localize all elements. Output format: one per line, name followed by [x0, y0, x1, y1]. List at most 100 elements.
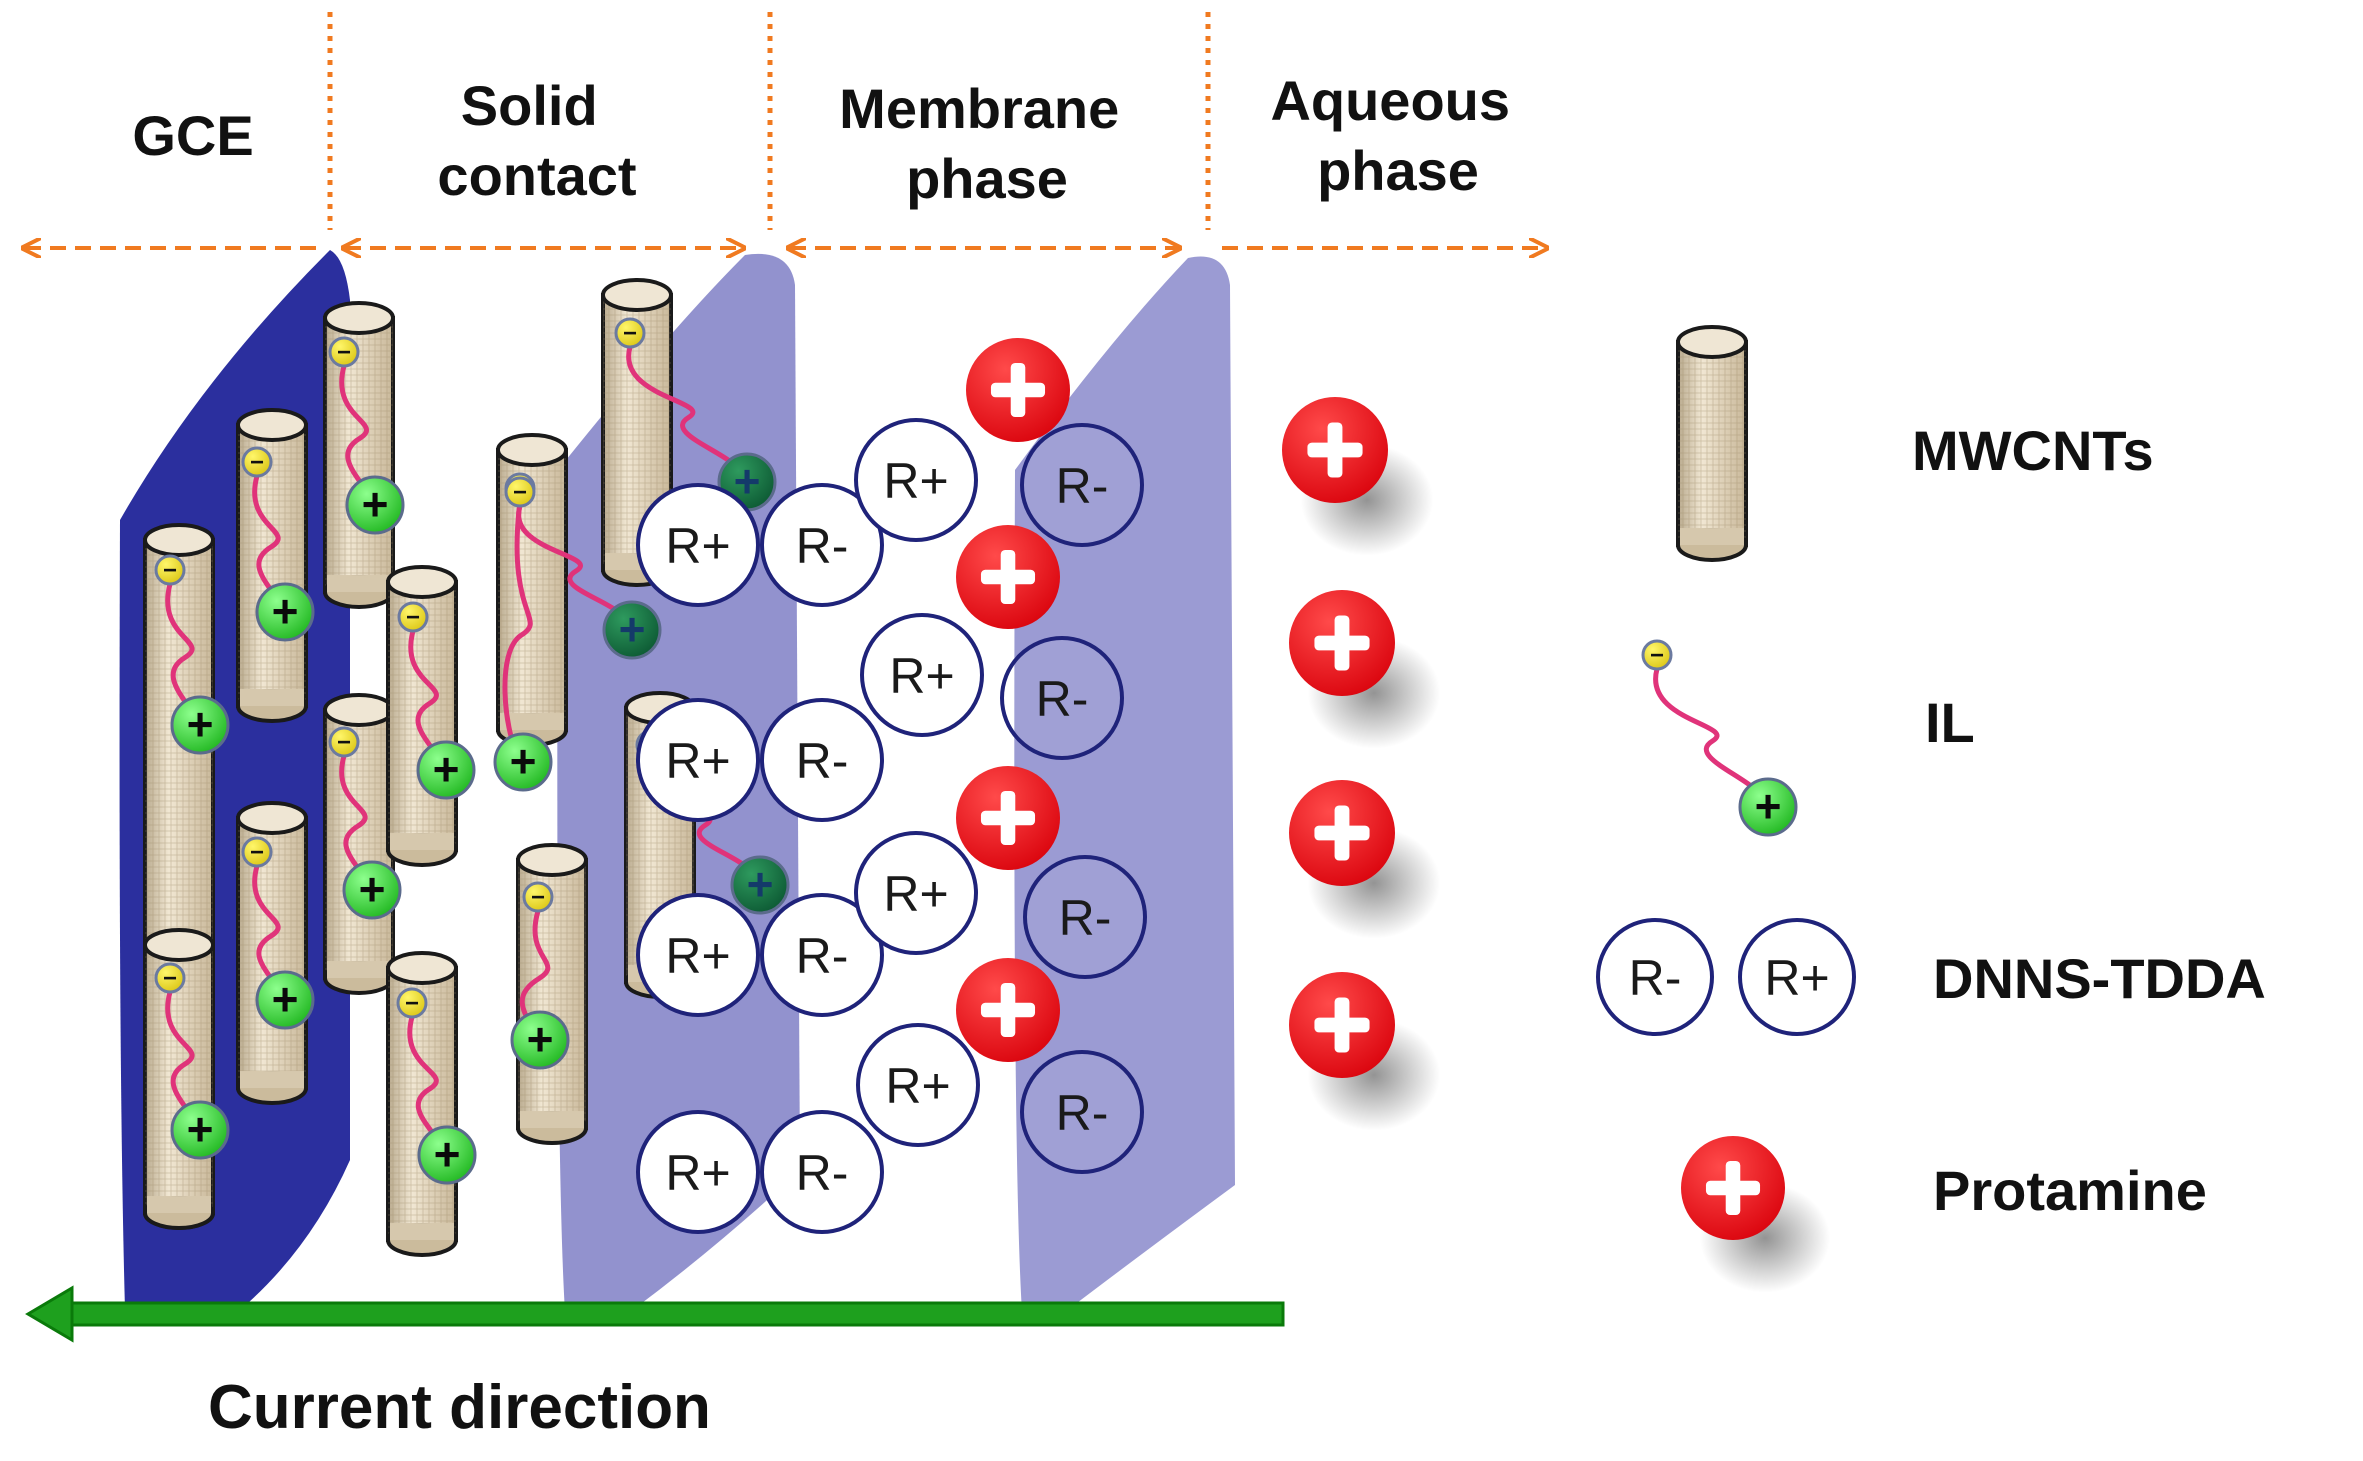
- ion-circle-ring: [636, 483, 760, 607]
- ion-circle-label: R-: [796, 733, 849, 789]
- protamine-plus-v: [1725, 1160, 1741, 1216]
- il-anion: [504, 476, 536, 508]
- il-molecule: +−: [328, 336, 405, 535]
- legend-il-label: IL: [1925, 691, 1975, 754]
- il-cation-sign: +: [1755, 780, 1782, 832]
- ion-circle: R-: [760, 483, 884, 607]
- il-cation: [417, 1125, 477, 1185]
- ion-circle-ring: [856, 1023, 980, 1147]
- il-cation: [255, 582, 315, 642]
- il-anion-sign: −: [163, 557, 177, 584]
- protamine-ion: [966, 338, 1070, 442]
- il-cation: [493, 732, 553, 792]
- ion-circle: R+: [854, 418, 978, 542]
- il-chain: [1653, 666, 1765, 800]
- ion-circle-ring: [1023, 855, 1147, 979]
- mwcnt-tube-top: [143, 523, 215, 557]
- ion-circle-label: R+: [885, 1058, 950, 1114]
- mwcnt-tube-top: [496, 433, 568, 467]
- ion-circle-label: R-: [1036, 671, 1089, 727]
- il-chain: [165, 581, 197, 718]
- protamine-plus-v: [1000, 790, 1016, 846]
- protamine-ions: [956, 338, 1441, 1131]
- mwcnt-tube-bottom-mask: [240, 1071, 304, 1088]
- phase-label-gce: GCE: [132, 104, 253, 167]
- il-molecule: +−: [396, 987, 477, 1185]
- current-arrow-head: [25, 1285, 74, 1343]
- mwcnt-tube: [236, 801, 308, 1105]
- ion-circle-label: R-: [1059, 890, 1112, 946]
- ion-circle-ring: [1000, 636, 1124, 760]
- il-molecules: +−+−+−+−+−+−+−+−+−+−+−+−+−: [154, 317, 790, 1185]
- il-anion-sign: −: [250, 449, 264, 476]
- ion-circle-label: R-: [796, 928, 849, 984]
- il-anion: [1641, 639, 1673, 671]
- mwcnt-tube-bottom-mask: [240, 689, 304, 706]
- il-cation: [255, 970, 315, 1030]
- il-chain: [252, 473, 282, 605]
- il-cation-sign: +: [187, 1103, 214, 1155]
- il-anion-sign: −: [163, 965, 177, 992]
- protamine-plus-v: [1327, 422, 1343, 478]
- ion-circle: R+: [636, 893, 760, 1017]
- il-molecule: +−: [154, 962, 230, 1160]
- il-molecule: +−: [510, 881, 570, 1070]
- ion-circle: R+: [636, 698, 760, 822]
- ion-circle: R+: [860, 613, 984, 737]
- protamine-ion: [1289, 590, 1441, 749]
- mwcnt-tube-top: [601, 278, 673, 312]
- mwcnt-tube-bottom-mask: [1680, 528, 1744, 545]
- ion-circle: R-: [1020, 423, 1144, 547]
- il-chain: [339, 363, 372, 498]
- ion-circle-label: R+: [883, 453, 948, 509]
- protamine-plus-v: [1010, 362, 1026, 418]
- il-chain: [626, 344, 744, 475]
- ion-circle-ring: [1020, 1050, 1144, 1174]
- ion-circle-ring: [636, 698, 760, 822]
- phase-boundaries: [327, 12, 1211, 230]
- il-cation-sign: +: [359, 863, 386, 915]
- protamine-ion: [1289, 780, 1441, 939]
- il-anion-sign: −: [406, 604, 420, 631]
- il-cation-sign: +: [272, 973, 299, 1025]
- il-cation: [170, 1100, 230, 1160]
- il-chain: [408, 628, 443, 763]
- current-arrow: [25, 1285, 1285, 1343]
- il-molecule: +−: [397, 601, 476, 800]
- protamine-plus-v: [1334, 805, 1350, 861]
- mwcnt-tube-bottom-mask: [327, 575, 391, 592]
- il-anion: [328, 336, 360, 368]
- il-cation: [416, 740, 476, 800]
- il-cation: [730, 855, 790, 915]
- il-anion-sign: −: [250, 839, 264, 866]
- mwcnt-tube-top: [386, 565, 458, 599]
- il-anion-sign: −: [1650, 642, 1664, 669]
- ion-circle: R-: [1000, 636, 1124, 760]
- mwcnt-tube-bottom-mask: [327, 961, 391, 978]
- protamine-ion: [1681, 1136, 1830, 1293]
- mwcnt-tube-top: [1676, 325, 1748, 359]
- ion-circle-ring: [1020, 423, 1144, 547]
- il-chain: [407, 1014, 444, 1148]
- ion-circle-label: R-: [796, 518, 849, 574]
- phase-label-membrane: Membrane phase: [839, 77, 1135, 210]
- il-molecule: +−: [1641, 639, 1798, 837]
- ion-circle: R+: [636, 1110, 760, 1234]
- il-cation: [1738, 777, 1798, 837]
- mwcnt-tube: [236, 408, 308, 723]
- mwcnt-tube: [386, 951, 458, 1257]
- phase-label-aqueous: Aqueous phase: [1270, 69, 1525, 202]
- il-anion: [328, 726, 360, 758]
- il-anion: [397, 601, 429, 633]
- il-anion: [241, 836, 273, 868]
- mwcnt-tube: [143, 928, 215, 1230]
- current-arrow-shaft: [63, 1301, 1285, 1327]
- il-cation: [510, 1010, 570, 1070]
- ion-circle: R+: [636, 483, 760, 607]
- ion-circle-label: R+: [889, 648, 954, 704]
- protamine-plus-v: [1000, 549, 1016, 605]
- ion-circle-label: R+: [883, 866, 948, 922]
- legend-r-minus-circle: [1596, 918, 1714, 1036]
- il-chain: [339, 753, 369, 883]
- il-cation-sign: +: [362, 478, 389, 530]
